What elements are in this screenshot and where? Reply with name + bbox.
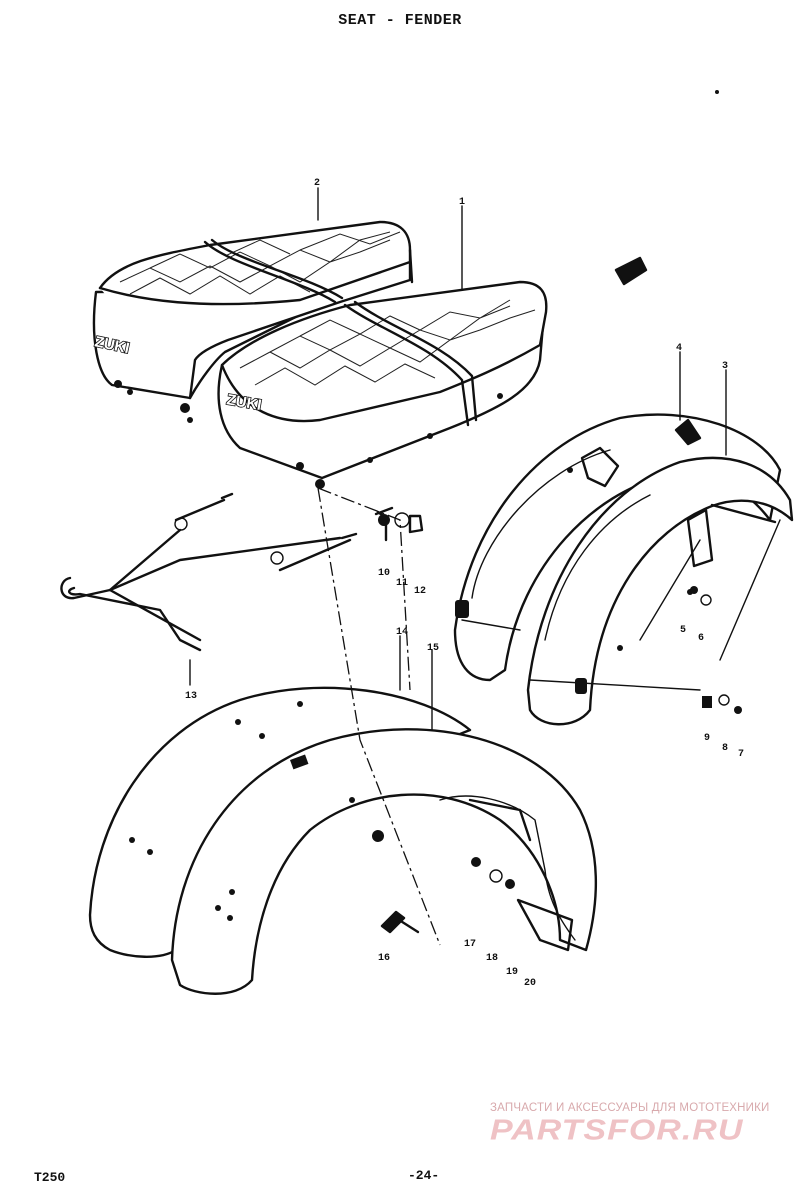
callout-6: 6 xyxy=(698,633,704,644)
callout-8: 8 xyxy=(722,743,728,754)
seat-clip-illustration xyxy=(614,90,719,286)
watermark-tagline: ЗАПЧАСТИ И АКСЕССУАРЫ ДЛЯ МОТОТЕХНИКИ xyxy=(490,1102,770,1114)
callout-16: 16 xyxy=(378,953,390,964)
model-label: T250 xyxy=(34,1170,66,1185)
callout-20: 20 xyxy=(524,978,536,989)
callout-9: 9 xyxy=(704,733,710,744)
lower-fender-illustration xyxy=(88,686,598,995)
callout-4: 4 xyxy=(676,343,682,354)
callout-10: 10 xyxy=(378,568,390,579)
callout-7: 7 xyxy=(738,749,744,760)
callout-14: 14 xyxy=(396,627,408,638)
page-number: -24- xyxy=(408,1168,440,1183)
callout-13: 13 xyxy=(185,691,197,702)
callout-11: 11 xyxy=(396,578,408,589)
callout-18: 18 xyxy=(486,953,498,964)
callout-2: 2 xyxy=(314,178,320,189)
part-number-callouts: 2 1 4 3 10 11 12 5 6 13 9 8 7 14 15 16 1… xyxy=(185,178,744,989)
callout-19: 19 xyxy=(506,967,518,978)
fasteners-illustration xyxy=(374,506,742,934)
seat-bracket-illustration xyxy=(60,492,358,652)
callout-5: 5 xyxy=(680,625,686,636)
callout-3: 3 xyxy=(722,361,728,372)
callout-15: 15 xyxy=(427,643,439,654)
assembly-leader-lines xyxy=(189,187,727,946)
callout-1: 1 xyxy=(459,197,465,208)
seat-back-illustration: ZUKI xyxy=(92,220,414,423)
page-title: SEAT - FENDER xyxy=(338,12,462,29)
callout-17: 17 xyxy=(464,939,476,950)
rear-fender-illustration xyxy=(453,413,794,726)
watermark-logo: PARTSFOR.RU xyxy=(490,1114,744,1147)
callout-12: 12 xyxy=(414,586,426,597)
seat-front-illustration: ZUKI xyxy=(217,280,548,489)
